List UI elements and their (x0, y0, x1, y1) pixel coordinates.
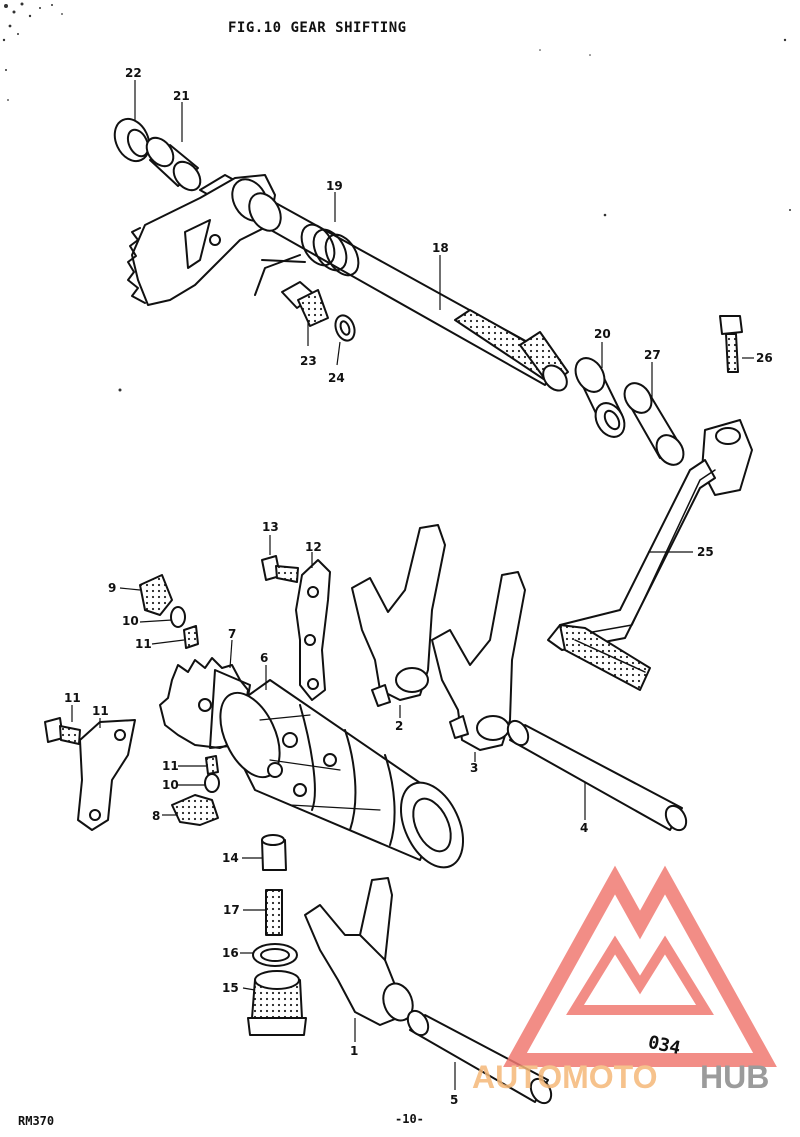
part-4-fork-shaft (506, 719, 688, 832)
callout-19: 17 (223, 903, 240, 917)
callout-4: 4 (580, 821, 588, 835)
callout-3: 3 (470, 761, 478, 775)
callout-labels: 22 21 19 18 23 24 20 27 26 25 13 12 9 10… (64, 66, 773, 1107)
leader-lines (71, 80, 754, 1090)
part-9-cam-stopper (139, 574, 173, 616)
callout-6: 6 (260, 651, 268, 665)
callout-14: 12 (305, 540, 322, 554)
footer-model: RM370 (18, 1114, 55, 1128)
part-19-spring (265, 889, 283, 936)
callout-11: 11 (135, 637, 152, 651)
part-16-contact (261, 834, 287, 871)
callout-1: 1 (350, 1044, 358, 1058)
part-2-shift-fork (351, 524, 446, 707)
callout-9: 9 (108, 581, 116, 595)
callout-11-lower: 11 (162, 759, 179, 773)
part-27-gear-shift-lever (547, 419, 753, 691)
part-11-spring-lower (205, 755, 219, 775)
watermark-text-part2: HUB (700, 1059, 769, 1095)
callout-18: 16 (222, 946, 239, 960)
part-6-shift-cam-drum (219, 679, 464, 869)
callout-7: 7 (228, 627, 236, 641)
part-20-ratchet-arm (127, 174, 282, 306)
callout-16: 14 (222, 851, 239, 865)
part-29-bushing (623, 382, 685, 466)
part-1-shift-fork (304, 877, 414, 1026)
callout-20: 18 (432, 241, 449, 255)
callout-15: 13 (262, 520, 279, 534)
callout-17: 15 (222, 981, 239, 995)
part-3-shift-fork (431, 571, 526, 751)
callout-5: 5 (450, 1093, 458, 1107)
callout-24: 22 (125, 66, 142, 80)
part-15-bolt (261, 555, 299, 583)
callout-29: 27 (644, 348, 661, 362)
automotohub-watermark-logo: AUTOMOTO HUB (472, 865, 777, 1095)
part-24-oil-seal (113, 117, 151, 163)
part-26-washer (334, 314, 356, 342)
part-14-plate (295, 559, 331, 701)
callout-21: 19 (326, 179, 343, 193)
part-11-spring (183, 625, 199, 649)
callout-27: 25 (697, 545, 714, 559)
callout-26: 24 (328, 371, 345, 385)
callout-2: 2 (395, 719, 403, 733)
part-22-oil-seal (574, 357, 626, 438)
callout-8: 8 (152, 809, 160, 823)
part-20-gear-shift-shaft (199, 174, 569, 392)
callout-10-lower: 10 (162, 778, 179, 792)
part-13-bolt (44, 717, 81, 745)
part-25-bolt (281, 281, 329, 327)
part-21-return-spring (254, 223, 360, 296)
part-18-o-ring (252, 943, 298, 967)
callout-10: 10 (122, 614, 139, 628)
callout-25: 23 (300, 354, 317, 368)
part-12-stopper-plate (77, 719, 136, 831)
part-23-bushing (145, 136, 202, 192)
callout-28: 26 (756, 351, 773, 365)
part-28-bolt (719, 315, 743, 373)
part-8-cam-stopper (171, 794, 219, 826)
scan-noise (2, 2, 791, 392)
callout-23: 21 (173, 89, 190, 103)
watermark-text-part1: AUTOMOTO (472, 1059, 657, 1095)
callout-13: 11 (64, 691, 81, 705)
part-10-pin (170, 606, 186, 628)
part-5-fork-shaft (406, 1009, 553, 1105)
callout-22: 20 (594, 327, 611, 341)
figure-title: FIG.10 GEAR SHIFTING (228, 20, 407, 36)
callout-12: 11 (92, 704, 109, 718)
footer-page-number: -10- (395, 1112, 424, 1126)
part-17-plug (247, 970, 307, 1036)
part-10-pin-lower (204, 773, 220, 793)
